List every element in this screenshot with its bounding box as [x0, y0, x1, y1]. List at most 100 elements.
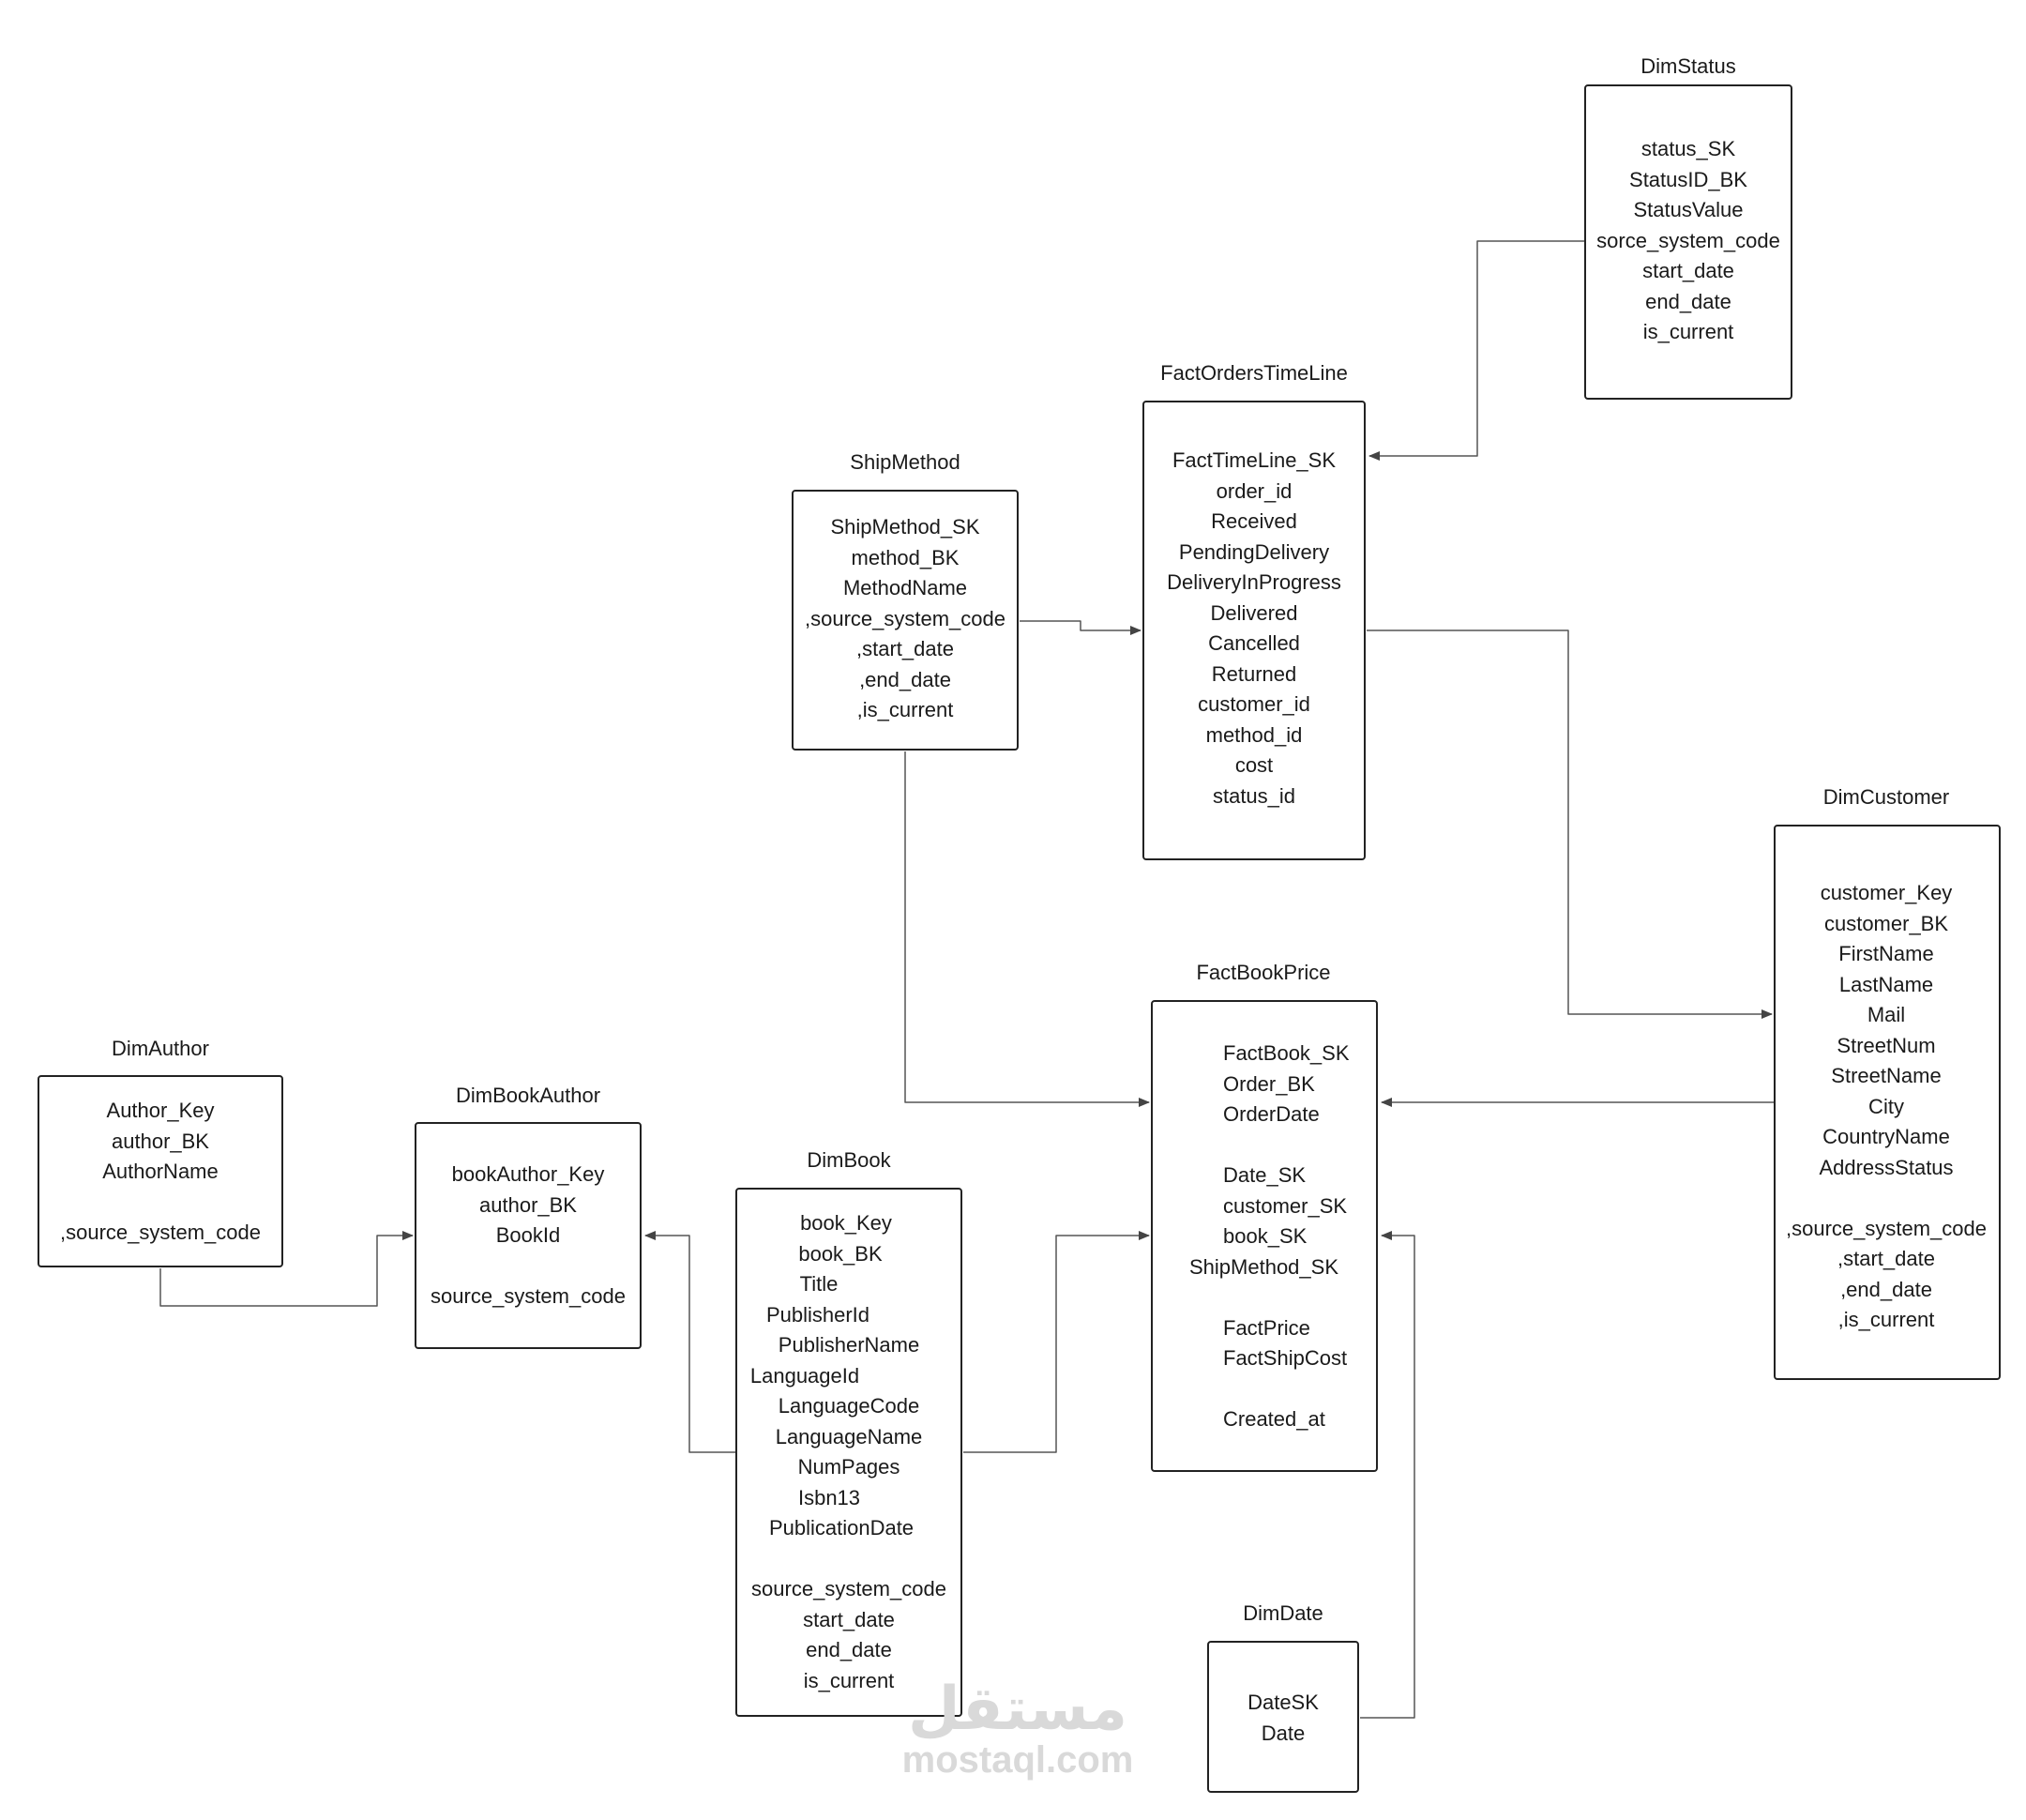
connector-dimauthor-dimbookauthor	[159, 1231, 414, 1307]
field-publicationdate: PublicationDate	[768, 1516, 915, 1539]
field-book-key: book_Key	[800, 1211, 892, 1235]
field-order-bk: Order_BK	[1223, 1071, 1315, 1096]
table-box[interactable]	[38, 1075, 283, 1267]
field-factprice: FactPrice	[1223, 1315, 1310, 1340]
field-title: Title	[799, 1272, 839, 1296]
field-addressstatus: AddressStatus	[1819, 1155, 1954, 1179]
field-publishername: PublisherName	[778, 1333, 920, 1357]
field-factshipcost: FactShipCost	[1223, 1346, 1348, 1370]
field-customer-id: customer_id	[1198, 692, 1310, 716]
field-date: Date	[1261, 1721, 1306, 1745]
watermark-logo: مستقل mostaql.com	[896, 1679, 1140, 1779]
field-status-id: status_id	[1212, 783, 1296, 808]
field-countryname: CountryName	[1822, 1125, 1950, 1148]
connector-dimbook-factbookprice	[963, 1231, 1150, 1453]
field-is-current: is_current	[1642, 320, 1734, 343]
field-sorce-system-code: sorce_system_code	[1596, 228, 1780, 252]
field-source-system-code: ,source_system_code	[1786, 1216, 1987, 1240]
field-source-system-code: source_system_code	[431, 1284, 626, 1308]
field-is-current: is_current	[803, 1668, 895, 1692]
field-is-current: ,is_current	[856, 698, 954, 721]
field-methodname: MethodName	[842, 576, 968, 599]
table-title: DimCustomer	[1822, 785, 1950, 809]
field-start-date: start_date	[1642, 259, 1734, 282]
field-delivered: Delivered	[1210, 600, 1298, 625]
table-box[interactable]	[1774, 825, 2001, 1380]
field-method-bk: method_BK	[851, 545, 960, 569]
field-isbn13: Isbn13	[797, 1485, 861, 1509]
table-title: ShipMethod	[850, 450, 960, 474]
field-statusid-bk: StatusID_BK	[1629, 167, 1747, 191]
field-returned: Returned	[1211, 661, 1297, 686]
field-book-sk: book_SK	[1223, 1224, 1308, 1248]
connector-dimdate-factbookprice	[1360, 1231, 1415, 1719]
field-book-bk: book_BK	[798, 1241, 883, 1266]
connector-dimstatus-factorderstimeline	[1368, 240, 1584, 461]
watermark-arabic: مستقل	[907, 1675, 1128, 1744]
connector-dimbook-dimbookauthor	[644, 1231, 735, 1453]
field-end-date: ,end_date	[1840, 1277, 1932, 1301]
field-facttimeline-sk: FactTimeLine_SK	[1172, 448, 1337, 472]
field-cancelled: Cancelled	[1208, 631, 1300, 655]
field-end-date: end_date	[1645, 289, 1731, 313]
field-order-id: order_id	[1216, 478, 1293, 503]
field-languagename: LanguageName	[775, 1424, 923, 1448]
connector-factorderstimeline-dimcustomer	[1367, 629, 1773, 1019]
field-start-date: ,start_date	[1837, 1247, 1935, 1270]
connector-shipmethod-factorderstimeline	[1020, 620, 1142, 635]
table-title: DimBook	[807, 1148, 891, 1172]
field-customer-sk: customer_SK	[1223, 1193, 1348, 1218]
field-streetname: StreetName	[1831, 1064, 1942, 1087]
field-cost: cost	[1234, 753, 1274, 777]
field-author-key: Author_Key	[106, 1099, 215, 1122]
table-box[interactable]	[1207, 1641, 1359, 1793]
table-box[interactable]	[792, 490, 1019, 751]
table-title: DimDate	[1243, 1601, 1323, 1625]
field-shipmethod-sk: ShipMethod_SK	[830, 515, 980, 538]
field-status-sk: status_SK	[1640, 137, 1736, 160]
table-title: FactOrdersTimeLine	[1160, 361, 1348, 385]
table-box[interactable]	[1142, 401, 1366, 860]
field-city: City	[1868, 1094, 1904, 1118]
field-end-date: ,end_date	[859, 667, 951, 691]
field-received: Received	[1211, 509, 1297, 533]
field-streetnum: StreetNum	[1837, 1033, 1936, 1057]
table-box[interactable]	[415, 1122, 642, 1349]
field-date-sk: Date_SK	[1223, 1163, 1307, 1187]
table-box[interactable]	[1584, 84, 1792, 400]
field-deliveryinprogress: DeliveryInProgress	[1167, 570, 1341, 594]
field-firstname: FirstName	[1838, 942, 1934, 965]
field-created-at: Created_at	[1223, 1407, 1325, 1431]
field-start-date: ,start_date	[856, 637, 954, 660]
field-source-system-code: ,source_system_code	[805, 606, 1005, 630]
field-customer-bk: customer_BK	[1823, 911, 1949, 935]
field-languagecode: LanguageCode	[778, 1394, 920, 1418]
connector-shipmethod-factbookprice	[904, 751, 1150, 1107]
field-source-system-code: source_system_code	[751, 1577, 946, 1600]
table-title: DimAuthor	[112, 1037, 209, 1060]
field-customer-key: customer_Key	[1820, 881, 1953, 904]
table-title: FactBookPrice	[1196, 961, 1331, 984]
field-author-bk: author_BK	[479, 1192, 577, 1217]
field-author-bk: author_BK	[112, 1129, 209, 1153]
field-start-date: start_date	[803, 1607, 895, 1631]
field-bookauthor-key: bookAuthor_Key	[451, 1162, 605, 1186]
table-title: DimStatus	[1640, 54, 1736, 78]
field-languageid: LanguageId	[749, 1363, 860, 1388]
field-numpages: NumPages	[797, 1455, 900, 1479]
table-box[interactable]	[735, 1188, 962, 1717]
field-bookid: BookId	[495, 1223, 561, 1247]
field-datesk: DateSK	[1247, 1691, 1319, 1714]
field-shipmethod-sk: ShipMethod_SK	[1189, 1254, 1338, 1279]
field-mail: Mail	[1867, 1003, 1906, 1026]
field-pendingdelivery: PendingDelivery	[1178, 539, 1330, 564]
field-factbook-sk: FactBook_SK	[1223, 1041, 1350, 1065]
field-end-date: end_date	[806, 1638, 892, 1661]
field-lastname: LastName	[1838, 972, 1934, 996]
field-source-system-code: ,source_system_code	[60, 1221, 261, 1244]
table-box[interactable]	[1151, 1000, 1378, 1472]
watermark-latin: mostaql.com	[901, 1739, 1134, 1781]
field-authorname: AuthorName	[102, 1160, 219, 1183]
